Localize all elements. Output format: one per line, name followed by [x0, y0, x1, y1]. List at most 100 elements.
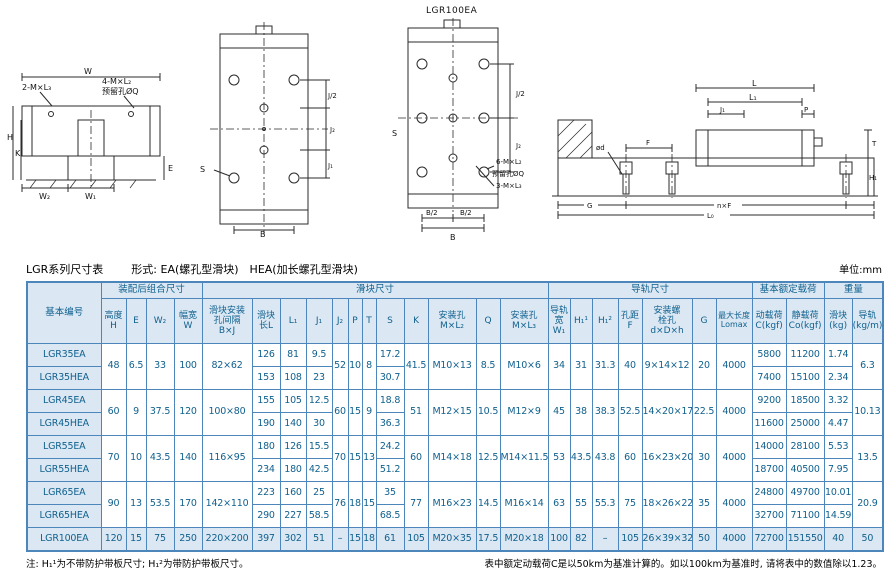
- data-cell: 11600: [751, 412, 787, 436]
- data-cell: 82: [569, 527, 593, 552]
- data-cell: –: [591, 527, 619, 552]
- data-cell: 35: [691, 481, 717, 528]
- data-cell: 36.3: [375, 412, 405, 436]
- data-cell: 9: [361, 389, 377, 436]
- footnotes: 注: H₁¹为不带防护带板尺寸; H₁²为带防护带板尺寸。 表中额定动载荷C是以…: [26, 552, 882, 570]
- dim-label-2mxl3: 2-M×L₃: [22, 83, 51, 92]
- data-cell: 60: [403, 435, 429, 482]
- dim-label-b: B: [450, 233, 456, 242]
- drawing-model-label: LGR100EA: [426, 6, 478, 16]
- dim-label-b: B: [260, 230, 266, 238]
- data-cell: 52.5: [617, 389, 643, 436]
- data-cell: 81: [279, 343, 307, 367]
- data-cell: 126: [251, 343, 281, 367]
- header-cell: 基本额定载荷: [751, 281, 825, 299]
- data-cell: M14×18: [427, 435, 477, 482]
- hea-block-top-view: J/2 J₂ S 6-M×L₂ 预留孔ØQ 3-M×L₃ B/2 B/2 B: [392, 18, 525, 242]
- row-label: LGR45HEA: [26, 412, 102, 436]
- dim-label-s: S: [200, 165, 205, 174]
- data-cell: 151550: [785, 527, 825, 552]
- header-cell: 动载荷 C(kgf): [751, 298, 787, 344]
- data-cell: 10.01: [823, 481, 853, 505]
- data-cell: 100×80: [201, 389, 253, 436]
- mounting-holes: [228, 74, 300, 184]
- header-cell: P: [347, 298, 363, 344]
- dim-label-g: G: [587, 202, 592, 210]
- data-cell: M10×6: [499, 343, 549, 390]
- carriage-block: [695, 129, 823, 167]
- data-cell: 15: [347, 389, 363, 436]
- data-cell: 53: [547, 435, 571, 482]
- dim-label-j-half: J/2: [327, 92, 337, 100]
- dim-label-l0: L₀: [707, 212, 714, 220]
- data-cell: M10×13: [427, 343, 477, 390]
- data-cell: 140: [173, 435, 203, 482]
- dim-label-t: T: [871, 140, 877, 148]
- dimension-lines: [213, 79, 330, 234]
- data-cell: 24.2: [375, 435, 405, 459]
- ea-block-top-view: J/2 J₂ J₁ S B: [200, 22, 337, 238]
- data-cell: 14×20×17: [641, 389, 693, 436]
- data-cell: 6.3: [851, 343, 884, 390]
- data-cell: 75: [617, 481, 643, 528]
- data-cell: 31: [569, 343, 593, 390]
- row-label: LGR55HEA: [26, 458, 102, 482]
- data-cell: 35: [375, 481, 405, 505]
- data-cell: 18500: [785, 389, 825, 413]
- header-cell: 最大长度 Lomax: [715, 298, 753, 344]
- data-cell: 30: [691, 435, 717, 482]
- data-cell: 40: [617, 343, 643, 390]
- header-cell: 安装螺 栓孔 d×D×h: [641, 298, 693, 344]
- data-cell: 220×200: [201, 527, 253, 552]
- data-cell: 24800: [751, 481, 787, 505]
- data-cell: 105: [617, 527, 643, 552]
- data-cell: 60: [331, 389, 349, 436]
- data-cell: 5800: [751, 343, 787, 367]
- data-cell: 18.8: [375, 389, 405, 413]
- data-cell: 51: [305, 527, 333, 552]
- data-cell: 15.5: [305, 435, 333, 459]
- data-cell: 100: [173, 343, 203, 390]
- data-cell: M14×11.5: [499, 435, 549, 482]
- data-cell: 9200: [751, 389, 787, 413]
- data-cell: 72700: [751, 527, 787, 552]
- dimension-lines: [421, 63, 514, 232]
- dim-label-b-half-right: B/2: [460, 209, 472, 217]
- header-cell: L₁: [279, 298, 307, 344]
- data-cell: 34: [547, 343, 571, 390]
- data-cell: 13: [361, 435, 377, 482]
- data-cell: 55.3: [591, 481, 619, 528]
- dim-label-j2: J₂: [515, 142, 521, 150]
- header-cell: T: [361, 298, 377, 344]
- header-cell: 安装孔 M×L₃: [499, 298, 549, 344]
- data-cell: 76: [331, 481, 349, 528]
- data-cell: 12.5: [305, 389, 333, 413]
- header-cell: 导轨尺寸: [547, 281, 753, 299]
- data-cell: 60: [617, 435, 643, 482]
- data-cell: 71100: [785, 504, 825, 528]
- data-cell: M20×35: [427, 527, 477, 552]
- header-cell: 安装孔 M×L₂: [427, 298, 477, 344]
- data-cell: 58.5: [305, 504, 333, 528]
- data-cell: 6.5: [125, 343, 147, 390]
- data-cell: 302: [279, 527, 307, 552]
- data-cell: 63: [547, 481, 571, 528]
- data-cell: 37.5: [145, 389, 175, 436]
- centerlines: [210, 22, 328, 234]
- data-cell: 105: [279, 389, 307, 413]
- data-cell: 43.5: [145, 435, 175, 482]
- data-cell: 8: [361, 343, 377, 390]
- data-cell: 31.3: [591, 343, 619, 390]
- row-label: LGR100EA: [26, 527, 102, 552]
- dim-label-w2: W₂: [39, 192, 50, 201]
- row-label: LGR35EA: [26, 343, 102, 367]
- technical-drawings: LGR100EA: [0, 0, 885, 256]
- dim-label-nxf: n×F: [717, 202, 731, 210]
- data-cell: 33: [145, 343, 175, 390]
- data-cell: 108: [279, 366, 307, 390]
- data-cell: 77: [403, 481, 429, 528]
- end-view-drawing: W 2-M×L₃ 4-M×L₂ 预留孔ØQ H K E W₂ W₁: [7, 67, 173, 201]
- header-cell: 导轨 宽W₁: [547, 298, 571, 344]
- data-cell: 51: [403, 389, 429, 436]
